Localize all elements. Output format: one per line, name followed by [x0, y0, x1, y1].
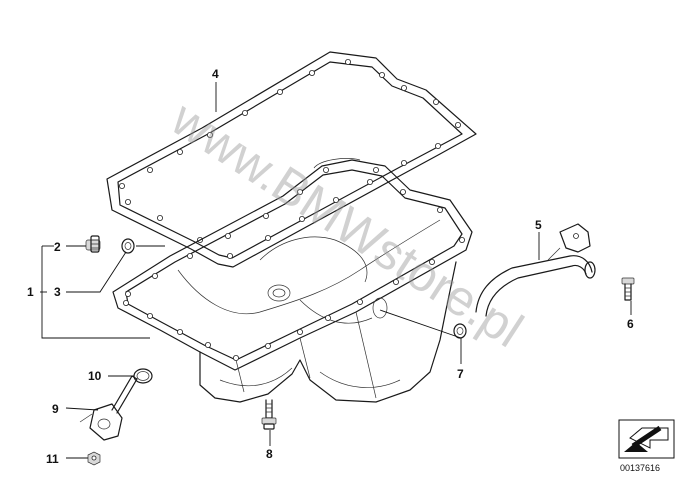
- callout-2: 2: [54, 240, 61, 254]
- callout-11: 11: [46, 452, 59, 466]
- oil-level-sensor: [79, 375, 138, 441]
- callout-8: 8: [266, 447, 273, 461]
- drain-plug: [85, 235, 101, 253]
- callout-7: 7: [457, 367, 464, 381]
- hex-nut: [87, 451, 101, 466]
- sealing-ring: [121, 238, 135, 254]
- oil-pan: [112, 158, 473, 403]
- callout-4: 4: [212, 67, 219, 81]
- callout-3: 3: [54, 285, 61, 299]
- leader-lines: [40, 82, 632, 459]
- bolt-6: [621, 277, 635, 301]
- callout-1: 1: [27, 285, 34, 299]
- reference-number: 00137616: [620, 463, 660, 473]
- reference-box: 00137616: [618, 419, 675, 473]
- callout-10: 10: [88, 369, 102, 383]
- arrow-icon: [624, 425, 669, 452]
- callout-5: 5: [535, 218, 542, 232]
- dipstick-guide-tube: [475, 223, 596, 317]
- bolt-8: [261, 399, 277, 430]
- watermark: www.BMWstore.pl: [161, 90, 533, 358]
- o-ring-10: [133, 368, 153, 384]
- callout-9: 9: [52, 402, 59, 416]
- callout-6: 6: [627, 317, 634, 331]
- pan-bolt-holes: [123, 166, 465, 361]
- callout-labels: 1 2 3 4 5 6 7 8 9 10 11: [27, 67, 634, 466]
